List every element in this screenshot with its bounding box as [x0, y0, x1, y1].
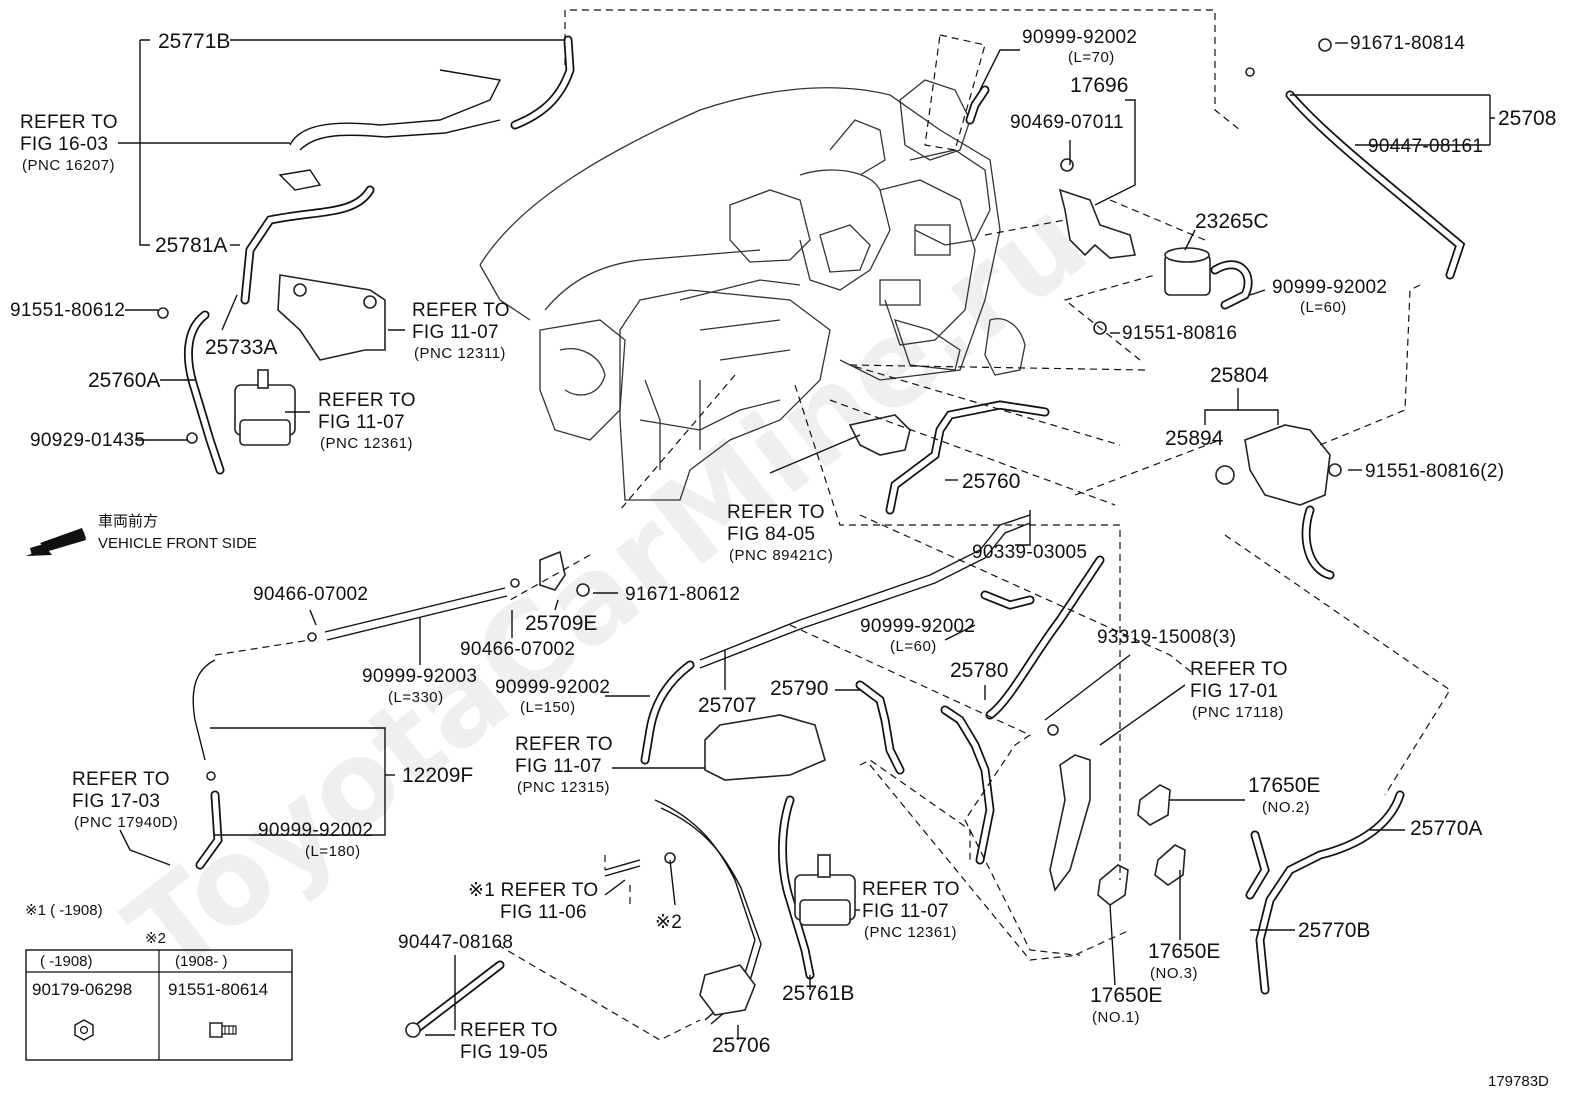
label-no2: (NO.2)	[1262, 799, 1310, 816]
applicability-table: ( -1908) (1908- ) 90179-06298 91551-8061…	[25, 949, 293, 1061]
label-91671-80612: 91671-80612	[625, 584, 740, 605]
label-mark2: ※2	[655, 912, 682, 933]
label-refer-1603-c: (PNC 16207)	[22, 157, 115, 174]
label-refer-1107-b1: FIG 11-07	[412, 322, 499, 343]
label-refer-1106-a: ※1 REFER TO	[468, 880, 598, 901]
note-2: ※2	[145, 930, 166, 947]
nut-icon	[74, 1019, 94, 1041]
label-refer-1107-a4: REFER TO	[862, 879, 960, 900]
label-90339-03005: 90339-03005	[972, 542, 1087, 563]
label-25780: 25780	[950, 659, 1008, 682]
label-25760: 25760	[962, 470, 1020, 493]
direction-label-jp: 車両前方	[98, 513, 158, 530]
label-refer-1703-a: REFER TO	[72, 769, 170, 790]
label-93319-15008: 93319-15008(3)	[1097, 627, 1236, 648]
label-l330: (L=330)	[388, 689, 444, 706]
direction-label-en: VEHICLE FRONT SIDE	[98, 535, 257, 552]
label-17650E-no3: 17650E	[1148, 940, 1220, 963]
label-no1: (NO.1)	[1092, 1009, 1140, 1026]
label-refer-1603-a: REFER TO	[20, 112, 118, 133]
label-refer-8405-a: REFER TO	[727, 502, 825, 523]
table-col1-head: ( -1908)	[40, 953, 93, 970]
label-refer-1701-a: REFER TO	[1190, 659, 1288, 680]
label-l70: (L=70)	[1068, 49, 1115, 66]
label-91551-80612: 91551-80612	[10, 300, 125, 321]
label-17650E-no1: 17650E	[1090, 984, 1162, 1007]
part-labels: 25771B REFER TO FIG 16-03 (PNC 16207) 25…	[10, 27, 1556, 1090]
label-90929-01435: 90929-01435	[30, 430, 145, 451]
label-refer-1106-b: FIG 11-06	[500, 902, 587, 923]
label-25709E: 25709E	[525, 612, 597, 635]
label-refer-1905-a: REFER TO	[460, 1020, 558, 1041]
table-col1-part: 90179-06298	[32, 980, 132, 999]
label-refer-1107-c1: (PNC 12311)	[414, 345, 506, 362]
label-refer-1107-c4: (PNC 12361)	[864, 924, 957, 941]
label-l150: (L=150)	[520, 699, 576, 716]
label-refer-1703-c: (PNC 17940D)	[74, 814, 178, 831]
label-l60-r: (L=60)	[1300, 299, 1347, 316]
label-23265C: 23265C	[1195, 210, 1269, 233]
label-refer-1107-c2: (PNC 12361)	[320, 435, 413, 452]
label-25771B: 25771B	[158, 30, 230, 53]
label-17696: 17696	[1070, 74, 1128, 97]
label-25706: 25706	[712, 1034, 770, 1057]
bolt-icon	[209, 1022, 237, 1038]
label-90466-07002-a: 90466-07002	[253, 584, 368, 605]
note-1: ※1 ( -1908)	[25, 902, 103, 919]
label-91671-80814: 91671-80814	[1350, 33, 1465, 54]
label-refer-8405-b: FIG 84-05	[727, 524, 815, 545]
label-refer-1905-b: FIG 19-05	[460, 1042, 548, 1063]
label-refer-1107-a1: REFER TO	[412, 300, 510, 321]
label-25770B: 25770B	[1298, 919, 1370, 942]
label-no3: (NO.3)	[1150, 965, 1198, 982]
label-25770A: 25770A	[1410, 817, 1482, 840]
label-refer-1701-c: (PNC 17118)	[1192, 704, 1284, 721]
label-90999-92003: 90999-92003	[362, 666, 477, 687]
leader-lines	[118, 39, 1495, 1040]
label-25790: 25790	[770, 677, 828, 700]
table-col2-head: (1908- )	[175, 953, 228, 970]
label-90447-08168: 90447-08168	[398, 932, 513, 953]
label-25733A: 25733A	[205, 336, 277, 359]
label-refer-1107-b2: FIG 11-07	[318, 412, 405, 433]
dashed-guides	[214, 9, 1451, 1041]
label-refer-1107-a2: REFER TO	[318, 390, 416, 411]
label-refer-1107-c3: (PNC 12315)	[517, 779, 610, 796]
label-91551-80816-2: 91551-80816(2)	[1365, 461, 1504, 482]
label-90999-92002-150: 90999-92002	[495, 677, 610, 698]
label-25760A: 25760A	[88, 369, 160, 392]
label-refer-1107-b4: FIG 11-07	[862, 901, 949, 922]
label-l180: (L=180)	[305, 843, 361, 860]
label-refer-1703-b: FIG 17-03	[72, 791, 160, 812]
label-90466-07002-b: 90466-07002	[460, 639, 575, 660]
label-90999-92002-r: 90999-92002	[1272, 277, 1387, 298]
label-refer-8405-c: (PNC 89421C)	[729, 547, 833, 564]
figure-id: 179783D	[1488, 1073, 1549, 1090]
label-90469-07011: 90469-07011	[1010, 112, 1124, 133]
label-refer-1107-a3: REFER TO	[515, 734, 613, 755]
label-90999-92002-180: 90999-92002	[258, 820, 373, 841]
label-17650E-no2: 17650E	[1248, 774, 1320, 797]
label-12209F: 12209F	[402, 764, 473, 787]
label-90447-08161: 90447-08161	[1368, 136, 1483, 157]
label-90999-92002-mid: 90999-92002	[860, 616, 975, 637]
label-25708: 25708	[1498, 107, 1556, 130]
label-90999-92002-top: 90999-92002	[1022, 27, 1137, 48]
label-refer-1107-b3: FIG 11-07	[515, 756, 602, 777]
hoses	[183, 35, 1466, 1035]
label-25894: 25894	[1165, 427, 1224, 450]
vehicle-front-arrow	[26, 528, 86, 556]
label-l60-mid: (L=60)	[890, 638, 937, 655]
label-25804: 25804	[1210, 364, 1269, 387]
label-91551-80816: 91551-80816	[1122, 323, 1237, 344]
component-shapes	[157, 38, 1342, 1038]
label-25781A: 25781A	[155, 234, 227, 257]
label-refer-1603-b: FIG 16-03	[20, 134, 108, 155]
label-refer-1701-b: FIG 17-01	[1190, 681, 1278, 702]
label-25761B: 25761B	[782, 982, 854, 1005]
table-col2-part: 91551-80614	[168, 980, 268, 999]
label-25707: 25707	[698, 694, 756, 717]
